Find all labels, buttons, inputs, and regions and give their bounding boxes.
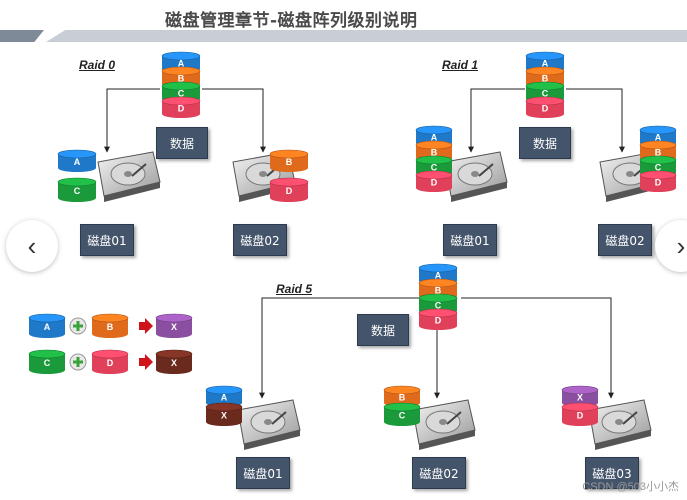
cylinder-label: C — [655, 163, 662, 173]
cylinder-label: D — [286, 186, 293, 196]
raid5-disk03-part-d: D — [561, 402, 599, 426]
cylinder-label: B — [178, 74, 185, 84]
raid1-disk01-stack-d: D — [415, 170, 453, 192]
raid0-disk01-label: 磁盘01 — [80, 224, 134, 256]
raid5-source-stack-d: D — [418, 308, 458, 330]
cylinder-label: B — [655, 148, 662, 158]
cylinder-label: D — [655, 178, 662, 188]
raid5-disk02-hdd-icon — [412, 399, 476, 450]
plus-icon — [69, 317, 87, 335]
cylinder-label: C — [44, 358, 51, 368]
raid1-disk02-label: 磁盘02 — [598, 224, 652, 256]
cylinder-label: B — [435, 286, 442, 296]
cylinder-label: C — [542, 89, 549, 99]
raid0-source-stack-d: D — [161, 96, 201, 118]
cylinder-label: A — [655, 133, 662, 143]
chevron-left-icon: ‹ — [27, 230, 37, 261]
parity-row2-d: D — [91, 349, 129, 374]
raid0-line-disk02 — [202, 88, 266, 153]
cylinder-label: A — [74, 157, 81, 167]
raid5-disk01-part-x: X — [205, 402, 243, 426]
raid5-disk03-label: 磁盘03 — [585, 457, 639, 489]
watermark: CSDN @503小小杰 — [582, 481, 679, 493]
raid5-line-disk01 — [259, 297, 419, 399]
raid1-source-stack-d: D — [525, 96, 565, 118]
cylinder-label: B — [431, 148, 438, 158]
title-band-light — [46, 30, 687, 42]
cylinder-label: D — [542, 104, 549, 114]
chevron-right-icon: › — [676, 230, 686, 261]
cylinder-label: D — [435, 316, 442, 326]
prev-slide-button[interactable]: ‹ — [6, 220, 58, 272]
raid1-disk01-hdd-icon — [444, 151, 508, 202]
cylinder-label: X — [221, 411, 227, 421]
arrow-right-icon — [139, 318, 153, 334]
raid1-data-box: 数据 — [519, 127, 571, 159]
cylinder-label: C — [74, 186, 81, 196]
parity-row2-c: C — [28, 349, 66, 374]
raid1-line-disk02 — [566, 88, 625, 153]
cylinder-label: B — [107, 322, 114, 332]
cylinder-label: X — [577, 393, 583, 403]
raid5-disk02-label: 磁盘02 — [412, 457, 466, 489]
cylinder-label: B — [286, 157, 293, 167]
cylinder-label: A — [44, 322, 51, 332]
cylinder-label: D — [431, 178, 438, 188]
raid1-disk02-stack-d: D — [639, 170, 677, 192]
raid0-disk01-part-c: C — [57, 177, 97, 202]
raid0-data-box: 数据 — [156, 127, 208, 159]
cylinder-label: A — [178, 59, 185, 69]
cylinder-label: C — [178, 89, 185, 99]
cylinder-label: A — [431, 133, 438, 143]
raid1-line-disk01 — [468, 88, 525, 153]
title-band-dark — [0, 30, 44, 42]
raid5-line-disk03 — [461, 297, 614, 399]
cylinder-label: A — [435, 271, 442, 281]
raid5-label: Raid 5 — [276, 282, 313, 296]
cylinder-label: B — [542, 74, 549, 84]
cylinder-label: X — [171, 322, 177, 332]
raid0-disk02-label: 磁盘02 — [233, 224, 287, 256]
parity-row1-b: B — [91, 313, 129, 338]
cylinder-label: D — [107, 358, 114, 368]
raid5-disk03-hdd-icon — [588, 399, 652, 450]
page-title: 磁盘管理章节-磁盘阵列级别说明 — [165, 11, 418, 31]
raid0-disk02-part-b: B — [269, 149, 309, 172]
raid5-data-box: 数据 — [357, 314, 409, 346]
raid5-disk02-part-c: C — [383, 402, 421, 426]
raid5-disk01-label: 磁盘01 — [236, 457, 290, 489]
cylinder-label: C — [399, 411, 406, 421]
arrow-right-icon — [139, 354, 153, 370]
raid1-disk01-label: 磁盘01 — [443, 224, 497, 256]
raid0-disk01-part-a: A — [57, 149, 97, 172]
raid0-disk01-hdd-icon — [97, 151, 161, 202]
raid0-disk02-part-d: D — [269, 177, 309, 202]
cylinder-label: X — [171, 358, 177, 368]
cylinder-label: C — [431, 163, 438, 173]
parity-row1-result-x: X — [155, 313, 193, 338]
raid5-disk01-hdd-icon — [237, 399, 301, 450]
cylinder-label: A — [221, 393, 228, 403]
parity-row1-a: A — [28, 313, 66, 338]
parity-row2-result-x: X — [155, 349, 193, 374]
cylinder-label: B — [399, 393, 406, 403]
raid1-label: Raid 1 — [442, 58, 479, 72]
cylinder-label: D — [178, 104, 185, 114]
raid0-line-disk01 — [104, 88, 160, 153]
raid0-label: Raid 0 — [79, 58, 116, 72]
plus-icon — [69, 353, 87, 371]
raid1-source-stack-a: A — [525, 51, 565, 73]
cylinder-label: A — [542, 59, 549, 69]
cylinder-label: C — [435, 301, 442, 311]
cylinder-label: D — [577, 411, 584, 421]
